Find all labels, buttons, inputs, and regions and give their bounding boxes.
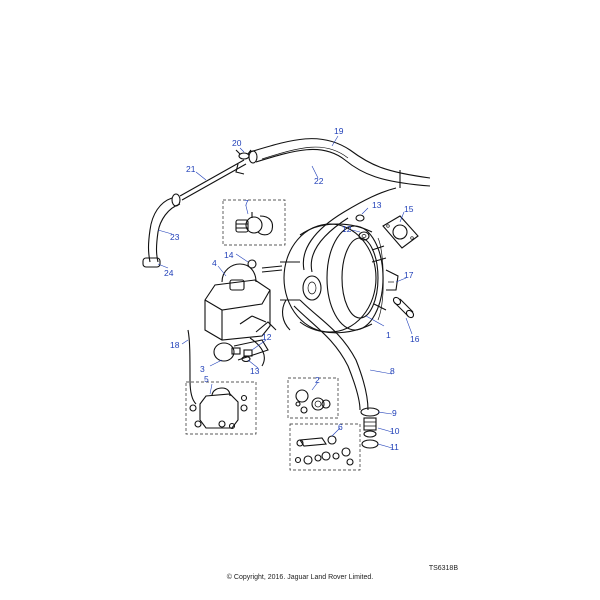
- callout-13-upper: 13: [372, 200, 382, 210]
- callout-6: 6: [338, 422, 343, 432]
- callout-18: 18: [170, 340, 180, 350]
- callout-3: 3: [200, 364, 205, 374]
- master-cylinder: [204, 259, 283, 367]
- callout-23: 23: [170, 232, 180, 242]
- diagram-reference-code: TS6318B: [428, 565, 458, 572]
- callout-leaders: [157, 135, 413, 449]
- callout-22: 22: [314, 176, 324, 186]
- fluid-line: [187, 329, 197, 405]
- copyright-notice: © Copyright, 2016. Jaguar Land Rover Lim…: [226, 574, 374, 581]
- callout-12-upper: 12: [342, 224, 352, 234]
- brake-booster: [280, 223, 387, 334]
- repair-kit: [294, 435, 354, 466]
- reservoir-kit-box: [185, 381, 257, 435]
- non-return-valve: [235, 212, 274, 236]
- booster-vacuum-hose: [302, 187, 397, 273]
- callout-1: 1: [386, 330, 391, 340]
- valve-kit-box: [222, 199, 286, 246]
- callout-12-lower: 12: [262, 332, 272, 342]
- seal-kit: [295, 389, 331, 414]
- callout-17: 17: [404, 270, 414, 280]
- booster-gasket: [382, 215, 419, 249]
- hose-fitting: [360, 407, 380, 449]
- vacuum-hose: [248, 138, 431, 188]
- hose-clip: [235, 149, 252, 160]
- mounting-bracket: [385, 269, 399, 291]
- callout-10: 10: [390, 426, 400, 436]
- washer-nut-pair-upper: [355, 214, 370, 241]
- callout-4: 4: [212, 258, 217, 268]
- callout-20: 20: [232, 138, 242, 148]
- callout-8: 8: [390, 366, 395, 376]
- callout-5: 5: [204, 374, 209, 384]
- reservoir-kit: [189, 387, 248, 430]
- callout-2: 2: [315, 375, 320, 385]
- callout-24: 24: [164, 268, 174, 278]
- callout-19: 19: [334, 126, 344, 136]
- callout-15: 15: [404, 204, 414, 214]
- nut-washer-lower: [231, 347, 253, 363]
- callout-16: 16: [410, 334, 420, 344]
- callout-21: 21: [186, 164, 196, 174]
- callout-14: 14: [224, 250, 234, 260]
- callout-13-lower: 13: [250, 366, 260, 376]
- clevis-pin: [392, 296, 415, 319]
- callout-9: 9: [392, 408, 397, 418]
- seal-kit-box: [287, 377, 339, 419]
- callout-11: 11: [390, 442, 399, 452]
- repair-kit-box: [289, 423, 361, 471]
- callout-7: 7: [244, 198, 249, 208]
- vacuum-pipe: [142, 159, 247, 268]
- vacuum-hose-lower: [281, 299, 369, 411]
